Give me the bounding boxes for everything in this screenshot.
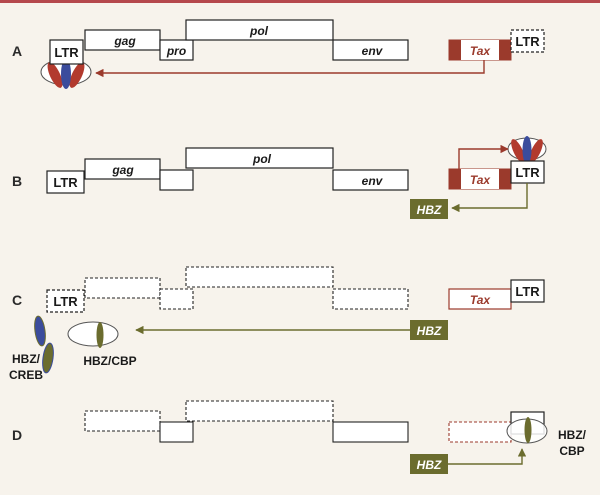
- hbz-label: HBZ: [417, 324, 442, 338]
- env-box: [332, 39, 409, 61]
- hbz-box: [410, 199, 448, 219]
- tax-label: Tax: [470, 293, 492, 307]
- creb-protein-icon: [34, 315, 54, 374]
- pol-label: pol: [249, 24, 269, 38]
- hbz-creb-label-line2: CREB: [9, 368, 43, 382]
- tax-activation-arrow: [95, 60, 485, 78]
- pro-box: [159, 39, 194, 61]
- ltr-3-box: [510, 279, 545, 303]
- env-label: env: [362, 44, 384, 58]
- tax-to-ltr-arrow: [458, 144, 509, 169]
- pol-box: [185, 147, 334, 169]
- row-letter-a: A: [12, 43, 22, 59]
- gag-label: gag: [113, 34, 136, 48]
- gag-label: gag: [111, 163, 134, 177]
- transcription-complex-icon: [507, 136, 547, 164]
- gag-box: [84, 277, 161, 299]
- ltr-5-label: LTR: [53, 294, 78, 309]
- pol-box: [185, 266, 334, 288]
- cbp-protein-icon: [67, 321, 119, 348]
- pol-label: pol: [252, 152, 272, 166]
- env-box: [332, 288, 409, 310]
- transcription-complex-icon: [40, 58, 92, 89]
- row-d: D HBZ HBZ/ CBP: [12, 400, 587, 474]
- ltr-3-label: LTR: [515, 165, 540, 180]
- env-box: [332, 169, 409, 191]
- hbz-cbp-label: HBZ/CBP: [83, 354, 136, 368]
- pro-box: [159, 421, 194, 443]
- tax-box: [448, 421, 512, 443]
- ltr-3-box: [510, 29, 545, 53]
- pol-box: [185, 19, 334, 41]
- hbz-box: [410, 454, 448, 474]
- row-letter-d: D: [12, 427, 22, 443]
- ltr-5-box: [46, 289, 85, 313]
- cbp-protein-icon: [506, 417, 548, 444]
- hbz-label: HBZ: [417, 458, 442, 472]
- tax-label: Tax: [470, 173, 492, 187]
- row-b: B LTR gag pol env Tax LTR HBZ: [12, 136, 547, 219]
- ltr-3-label: LTR: [515, 284, 540, 299]
- tax-label: Tax: [470, 44, 492, 58]
- hbz-expression-arrow: [451, 183, 528, 213]
- pro-box: [159, 169, 194, 191]
- pro-label: pro: [166, 44, 186, 58]
- hbz-creb-label-line1: HBZ/: [12, 352, 41, 366]
- ltr-5-label: LTR: [54, 45, 79, 60]
- row-c: C LTR Tax LTR HBZ HBZ/CBP HBZ/ CREB: [9, 266, 545, 382]
- pol-box: [185, 400, 334, 422]
- ltr-3-label: LTR: [515, 34, 540, 49]
- ltr-5-box: [49, 39, 84, 65]
- row-letter-b: B: [12, 173, 22, 189]
- ltr-5-label: LTR: [53, 175, 78, 190]
- diagram-canvas: A LTR gag pro pol env Tax LTR B LTR gag: [9, 19, 587, 474]
- hbz-cbp-label-line1: HBZ/: [558, 428, 587, 442]
- env-label: env: [362, 174, 384, 188]
- hbz-box: [410, 320, 448, 340]
- env-box: [332, 421, 409, 443]
- hbz-to-cbp-arrow: [448, 448, 527, 465]
- gag-box: [84, 158, 161, 180]
- gag-box: [84, 410, 161, 432]
- pro-box: [159, 288, 194, 310]
- hbz-label: HBZ: [417, 203, 442, 217]
- ltr-5-box: [46, 170, 85, 194]
- row-a: A LTR gag pro pol env Tax LTR: [12, 19, 545, 89]
- hbz-cbp-label-line2: CBP: [559, 444, 584, 458]
- row-letter-c: C: [12, 292, 22, 308]
